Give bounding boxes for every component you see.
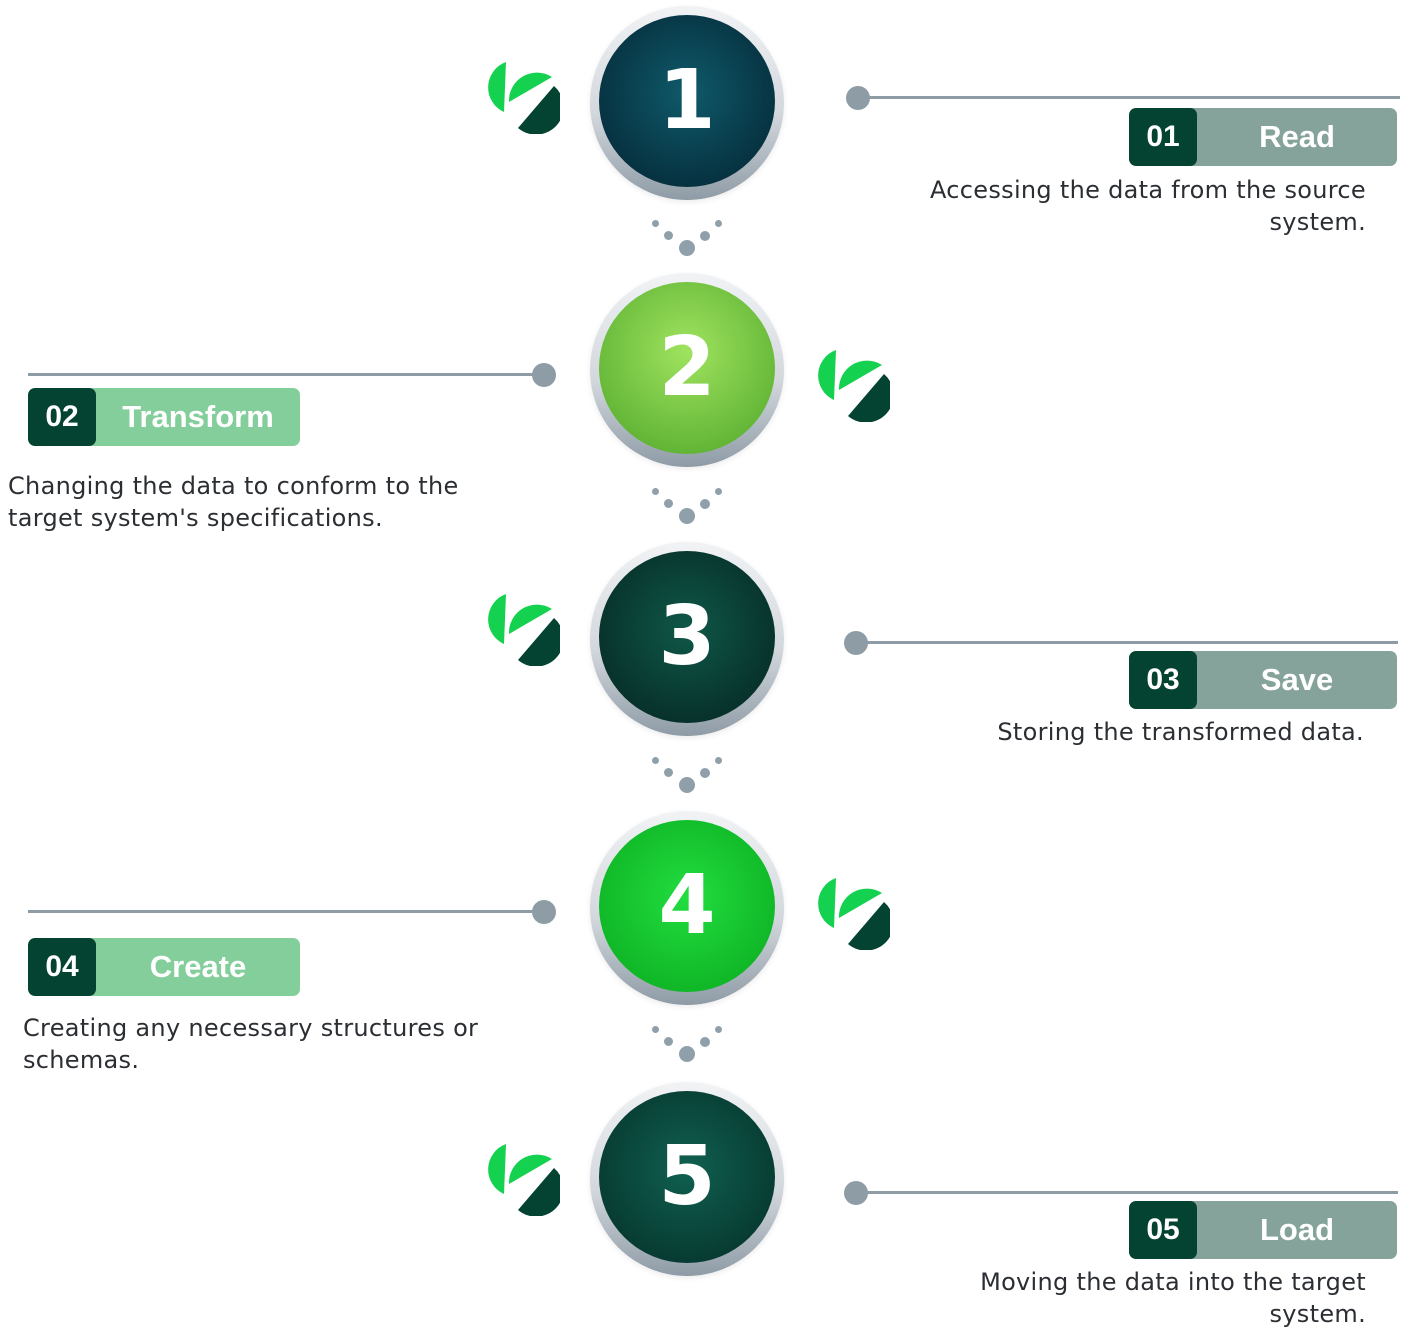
connector-dot <box>652 1026 659 1033</box>
leaf-logo-icon <box>806 876 890 950</box>
connector-dot <box>664 1037 673 1046</box>
connector-dot <box>652 220 659 227</box>
step-2-code: 02 <box>28 388 96 446</box>
step-1-label-pill: 01 Read <box>1129 108 1397 166</box>
step-2-description: Changing the data to conform to the targ… <box>8 472 459 532</box>
step-4-number: 4 <box>599 820 775 992</box>
step-3-description: Storing the transformed data. <box>997 718 1364 746</box>
connector-dot <box>679 240 695 256</box>
connector-dot <box>664 231 673 240</box>
step-2-line-dot <box>532 363 556 387</box>
step-5-label: Load <box>1259 1212 1335 1247</box>
connector-dot <box>715 1026 722 1033</box>
connector-dot <box>700 1037 710 1047</box>
step-2-label: Transform <box>122 399 274 434</box>
connector-dot <box>679 1046 695 1062</box>
step-1-code: 01 <box>1129 108 1197 166</box>
step-4-code: 04 <box>28 938 96 996</box>
step-3-label-pill: 03 Save <box>1129 651 1397 709</box>
step-4-line-dot <box>532 900 556 924</box>
step-1-line <box>858 96 1400 99</box>
step-3-code: 03 <box>1129 651 1197 709</box>
connector-dot <box>652 488 659 495</box>
step-3-line <box>856 641 1398 644</box>
step-4-circle: 4 <box>590 811 784 1005</box>
step-3-circle: 3 <box>590 542 784 736</box>
step-3-number: 3 <box>599 551 775 723</box>
connector-dot <box>700 499 710 509</box>
step-5-description: Moving the data into the target system. <box>980 1268 1366 1328</box>
connector-dot <box>679 508 695 524</box>
leaf-logo-icon <box>476 592 560 666</box>
connector-dot <box>715 488 722 495</box>
step-4-label-pill: 04 Create <box>28 938 300 996</box>
leaf-logo-icon <box>476 60 560 134</box>
step-1-circle: 1 <box>590 6 784 200</box>
connector-dot <box>700 768 710 778</box>
step-2-circle: 2 <box>590 273 784 467</box>
connector-dot <box>679 777 695 793</box>
step-5-line <box>856 1191 1398 1194</box>
step-1-description: Accessing the data from the source syste… <box>929 176 1366 236</box>
connector-dot <box>700 231 710 241</box>
step-3-label: Save <box>1260 662 1334 697</box>
connector-dot <box>715 220 722 227</box>
connector-dot <box>652 757 659 764</box>
step-1-label: Read <box>1259 119 1335 154</box>
leaf-logo-icon <box>806 348 890 422</box>
step-2-number: 2 <box>599 282 775 454</box>
connector-dot <box>664 499 673 508</box>
step-4-line <box>28 910 544 913</box>
step-4-label: Create <box>149 949 247 984</box>
step-1-number: 1 <box>599 15 775 187</box>
step-5-circle: 5 <box>590 1082 784 1276</box>
step-2-line <box>28 373 544 376</box>
leaf-logo-icon <box>476 1142 560 1216</box>
step-5-label-pill: 05 Load <box>1129 1201 1397 1259</box>
step-2-label-pill: 02 Transform <box>28 388 300 446</box>
step-5-number: 5 <box>599 1091 775 1263</box>
connector-dot <box>715 757 722 764</box>
connector-dot <box>664 768 673 777</box>
step-5-code: 05 <box>1129 1201 1197 1259</box>
step-4-description: Creating any necessary structures or sch… <box>23 1014 479 1074</box>
